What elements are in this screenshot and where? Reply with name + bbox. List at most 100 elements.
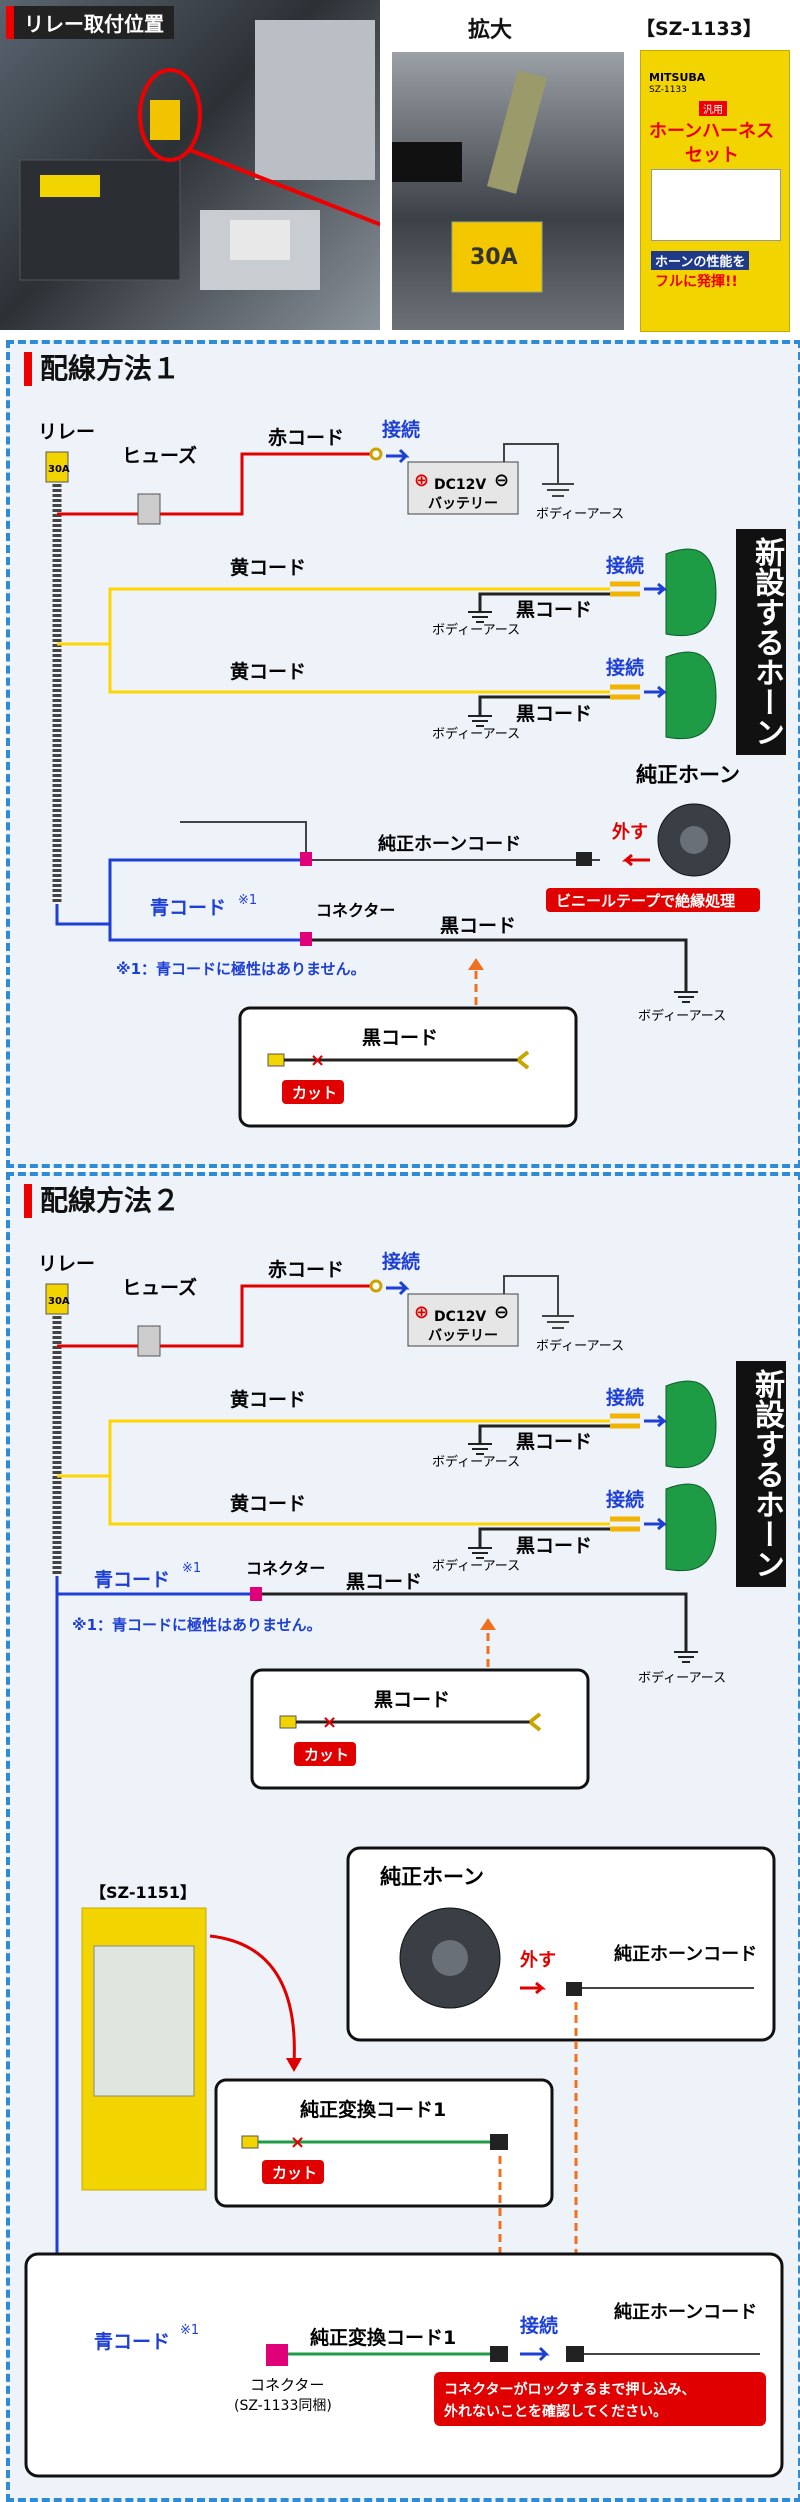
m2-connect-horn2: 接続 — [606, 1488, 644, 1511]
m2-genuine-cord-label-2: 純正ホーンコード — [614, 2301, 757, 2323]
m1-connect-horn2: 接続 — [606, 656, 644, 679]
m2-inset-black-label: 黒コード — [374, 1689, 450, 1711]
package-brand: MITSUBA — [649, 71, 706, 84]
m2-connector — [250, 1587, 262, 1601]
m1-battery — [407, 461, 519, 515]
highlight-circle — [138, 68, 202, 162]
m1-body-earth-4: ボディーアース — [638, 1008, 726, 1024]
m2-battery — [407, 1293, 519, 1347]
m2-fuse-label: ヒューズ — [122, 1276, 197, 1299]
m2-body-earth-2: ボディーアース — [432, 1454, 520, 1470]
m1-yellow-label-1: 黄コード — [230, 556, 306, 579]
m1-terminal-icon — [369, 447, 383, 461]
m2-red-cord-label: 赤コード — [268, 1259, 344, 1281]
m2-relay-amp: 30A — [48, 1296, 70, 1307]
engine-bay-illustration — [19, 20, 380, 290]
m2-battery-line2: バッテリー — [428, 1328, 498, 1344]
m1-fuse-icon — [137, 493, 161, 525]
m2-genuine-horn-label: 純正ホーン — [380, 1865, 484, 1889]
m1-battery-line2: バッテリー — [428, 496, 498, 512]
m1-body-earth-2: ボディーアース — [432, 622, 520, 638]
svg-text:×: × — [322, 1712, 337, 1733]
package-copy-1: ホーンの性能を — [651, 251, 750, 270]
m1-yellow-label-2: 黄コード — [230, 660, 306, 683]
m2-lock-note-box — [434, 2372, 766, 2426]
m1-fuse-label: ヒューズ — [122, 444, 197, 467]
m2-conv-label-1: 純正変換コード1 — [300, 2098, 446, 2121]
m2-blue-label: 青コード — [94, 1569, 170, 1591]
m1-note: ※1：青コードに極性はありません。 — [116, 960, 366, 978]
m2-fuse-icon — [137, 1325, 161, 1357]
m1-body-earth-1: ボディーアース — [536, 506, 624, 522]
zoom-label: 拡大 — [468, 18, 513, 43]
m2-relay-icon — [45, 1283, 69, 1315]
m1-blue-cord-b — [108, 924, 300, 942]
m2-remove-label: 外す — [520, 1949, 556, 1971]
m1-black-label-1: 黒コード — [516, 599, 592, 621]
m1-connect-arrow — [386, 448, 410, 464]
m2-black-label-1: 黒コード — [516, 1431, 592, 1453]
m2-note-mark-b: ※1 — [180, 2323, 199, 2338]
m2-blue-label-b: 青コード — [94, 2331, 170, 2353]
svg-text:⊕: ⊕ — [414, 470, 429, 491]
m1-blue-label: 青コード — [150, 897, 226, 919]
m2-new-horn-label: 新設するホーン — [736, 1361, 786, 1587]
pointer-arrow — [189, 148, 380, 227]
method1-diagram: リレー 30A ヒューズ 赤コード 接続 ⊕ ⊖ DC12V バッテリー ボディ… — [38, 418, 760, 1128]
m2-lock-note-1: コネクターがロックするまで押し込み、 — [444, 2381, 695, 2398]
m1-connector-b — [300, 932, 312, 946]
m2-connector2-line1: コネクター — [250, 2376, 324, 2394]
relay-amp-tag: 30A — [470, 245, 518, 270]
m2-connector2-line2: (SZ-1133同梱) — [234, 2398, 332, 2414]
package-tag: 汎用 — [699, 101, 727, 116]
m1-relay-icon — [45, 451, 69, 483]
m1-cut-label: カット — [292, 1084, 337, 1102]
m2-connect2-label: 接続 — [520, 2314, 558, 2337]
m1-relay-amp: 30A — [48, 464, 70, 475]
svg-text:×: × — [290, 2132, 305, 2153]
m2-connect-horn1: 接続 — [606, 1386, 644, 1409]
package-name-2: セット — [685, 145, 739, 166]
m1-black-label-2: 黒コード — [516, 703, 592, 725]
m1-connect-label: 接続 — [382, 418, 420, 441]
m1-vinyl-tape: ビニールテープで絶縁処理 — [556, 892, 735, 910]
m2-new-horn-1 — [665, 1380, 717, 1469]
m2-note-mark: ※1 — [182, 1561, 201, 1576]
m2-connector-label: コネクター — [246, 1559, 325, 1578]
m2-note: ※1：青コードに極性はありません。 — [72, 1616, 322, 1634]
svg-text:⊖: ⊖ — [494, 470, 509, 491]
m1-connector-label: コネクター — [316, 901, 395, 920]
package-model: SZ-1133 — [649, 85, 687, 95]
m2-sz1151-label: 【SZ-1151】 — [90, 1883, 196, 1902]
m2-yellow-label-2: 黄コード — [230, 1492, 306, 1515]
engine-bay-photo: リレー取付位置 — [0, 0, 380, 330]
m2-yellow-label-1: 黄コード — [230, 1388, 306, 1411]
m1-body-earth-3: ボディーアース — [432, 726, 520, 742]
m1-black-cord-3 — [312, 938, 688, 992]
m2-conv-label-2: 純正変換コード1 — [310, 2326, 456, 2349]
zoom-illustration: 30A — [392, 70, 548, 293]
package-window — [651, 169, 781, 241]
relay-position-label: リレー取付位置 — [6, 6, 174, 39]
method1-panel: 配線方法１ リレー 30A ヒューズ 赤コード 接続 ⊕ ⊖ DC12V バッテ… — [6, 340, 800, 1168]
m1-note-mark: ※1 — [238, 893, 257, 908]
package-name-1: ホーンハーネス — [649, 121, 775, 142]
m1-new-horn-label: 新設するホーン — [736, 529, 786, 755]
m1-remove-label: 外す — [612, 821, 648, 843]
m1-black-label-3: 黒コード — [440, 915, 516, 937]
method2-diagram: リレー 30A ヒューズ 赤コード 接続 ⊕ ⊖ DC12V バッテリー ボディ… — [24, 1250, 784, 2478]
m1-new-horn-1 — [665, 548, 717, 637]
m2-battery-line1: DC12V — [434, 1309, 486, 1325]
m2-genuine-cord-label: 純正ホーンコード — [614, 1943, 757, 1965]
m1-cut-x: × — [310, 1050, 325, 1071]
m1-vinyl-tape-box — [546, 888, 760, 912]
m2-body-earth-3: ボディーアース — [432, 1558, 520, 1574]
m2-cut-label: カット — [304, 1746, 349, 1764]
product-package: MITSUBA SZ-1133 汎用 ホーンハーネス セット ホーンの性能を フ… — [640, 50, 790, 332]
method1-title: 配線方法１ — [24, 352, 180, 386]
m2-black-cord-3 — [262, 1592, 688, 1652]
m2-cut2-label: カット — [272, 2164, 317, 2182]
product-code: 【SZ-1133】 — [636, 18, 762, 40]
m2-bottom-box — [24, 2252, 784, 2478]
m1-relay-label: リレー — [38, 421, 95, 443]
